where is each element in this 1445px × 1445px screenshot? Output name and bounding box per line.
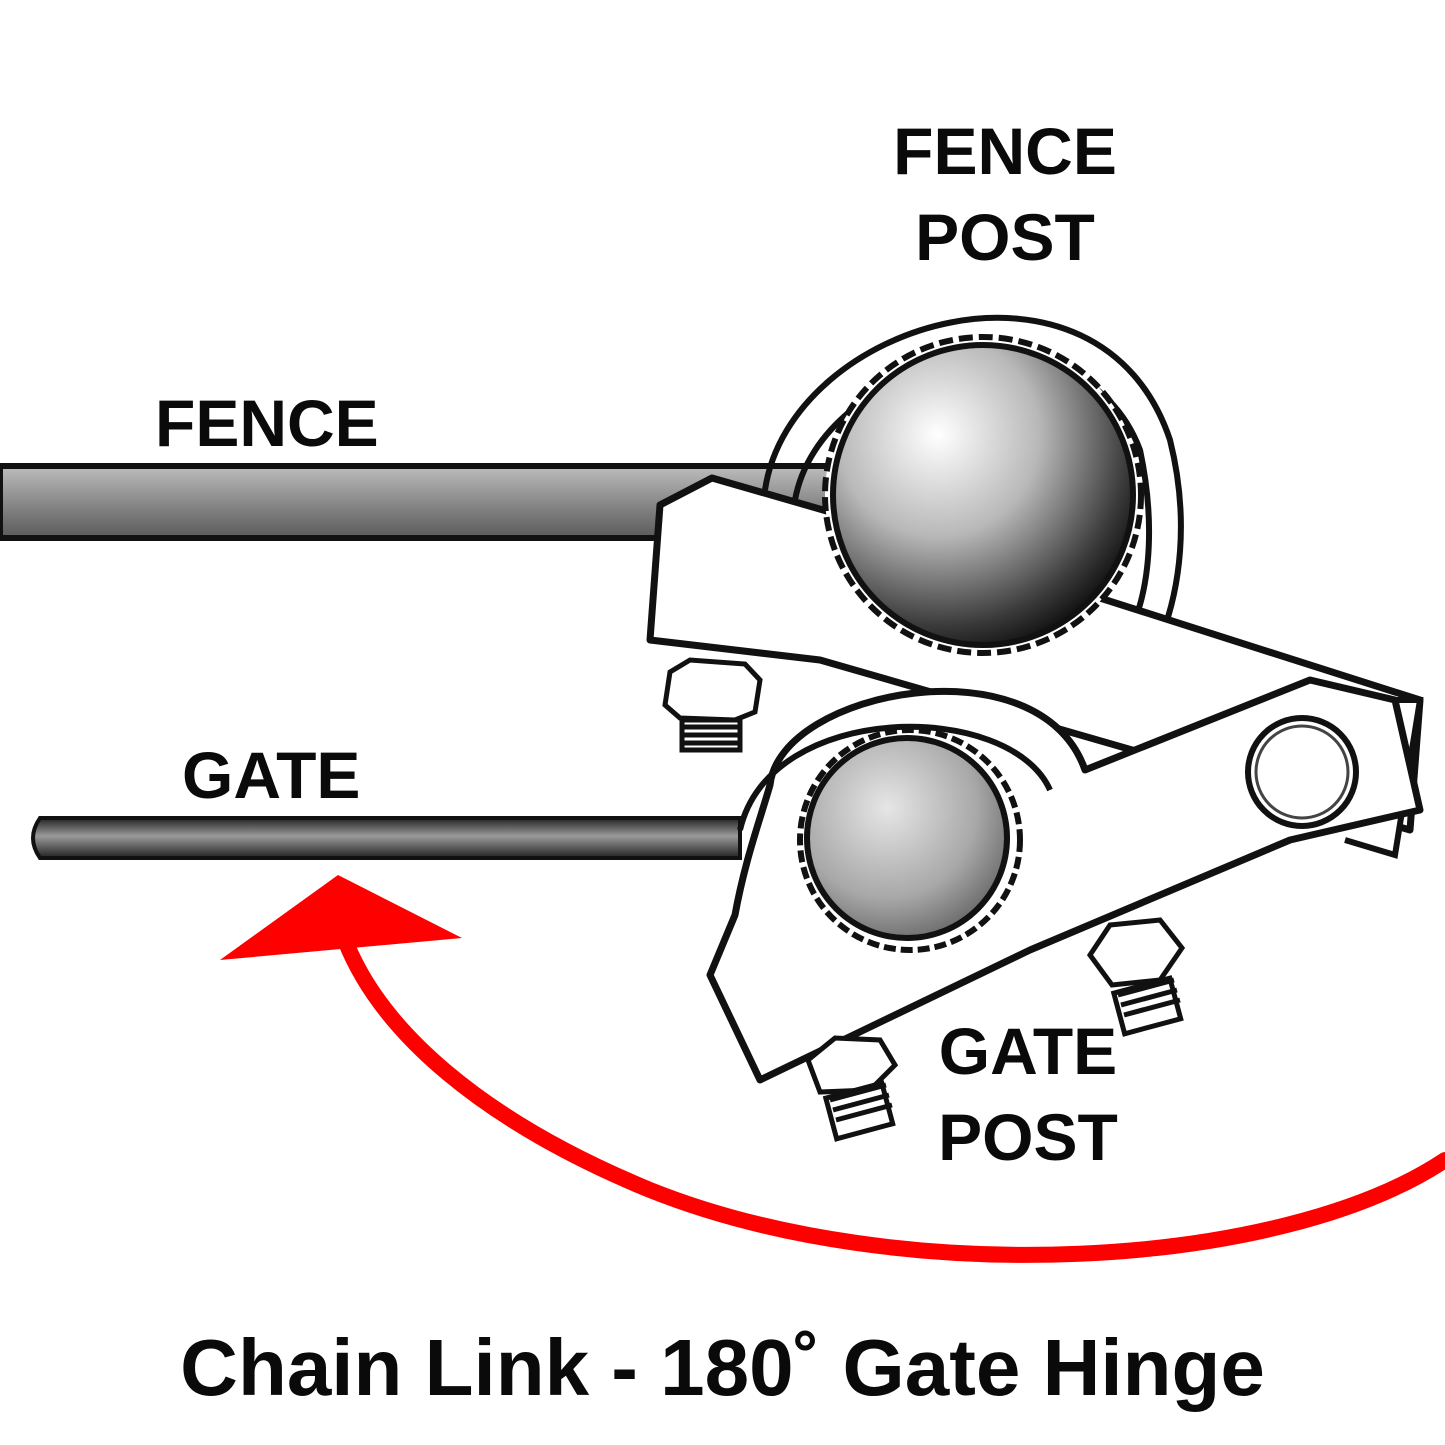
fence-post-label: FENCE POST (880, 118, 1130, 290)
fence-post-bolt (662, 657, 763, 753)
diagram-title: Chain Link - 180˚ Gate Hinge (180, 1323, 1265, 1412)
gate-rail (31, 816, 742, 860)
gate-label: GATE (182, 738, 361, 812)
gate-post-bolt-left (805, 1035, 899, 1142)
fence-label: FENCE (155, 386, 379, 460)
fence-post-label-line1: FENCE (893, 114, 1117, 188)
swing-arrow (220, 875, 1445, 1263)
gate-post-ball (797, 727, 1023, 953)
fence-post-ball (822, 334, 1144, 656)
gate-post-bolt-right (1086, 917, 1186, 1037)
gate-post-label: GATE POST (928, 1018, 1128, 1190)
gate-post-label-line1: GATE (938, 1014, 1118, 1088)
fence-post-label-line2: POST (915, 200, 1095, 274)
gate-post-label-line2: POST (938, 1100, 1118, 1174)
